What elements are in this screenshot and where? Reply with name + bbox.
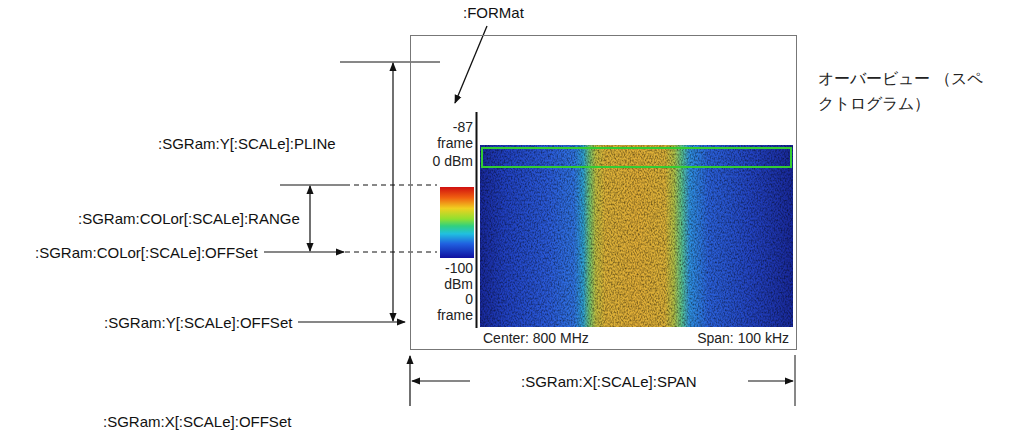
command-label: :SGRam:X[:SCALe]:SPAN: [521, 373, 697, 390]
view-name: オーバービュー （スペクトログラム）: [818, 66, 988, 116]
spectrogram-screen: -87 frame 0 dBm -100 dBm0 frameCenter: 800…: [410, 35, 797, 350]
y-axis-line: [476, 112, 478, 328]
dimension-arrow: [392, 63, 393, 321]
dashed-guide: [345, 185, 437, 186]
command-label: :SGRam:X[:SCALe]:OFFSet: [103, 413, 291, 430]
leader-arrow: [455, 26, 487, 103]
leader-arrow: [264, 251, 344, 252]
color-scale-min: -100 dBm: [429, 260, 473, 292]
extension-line: [280, 185, 345, 186]
color-scale-bar: [440, 187, 474, 258]
dimension-arrow: [309, 186, 310, 251]
selected-frame-marker: [482, 148, 791, 167]
y-axis-min: 0 frame: [429, 291, 473, 323]
spectrogram-texture: [480, 145, 793, 327]
leader-arrow: [298, 321, 405, 322]
command-label: :FORMat: [463, 4, 524, 21]
dimension-arrow: [748, 380, 793, 381]
dashed-guide: [345, 252, 437, 253]
spectrogram-image: [480, 145, 793, 327]
command-label: :SGRam:Y[:SCALe]:OFFSet: [104, 314, 292, 331]
extension-line: [340, 62, 440, 63]
y-axis-max: -87 frame: [429, 119, 473, 151]
extension-line: [795, 355, 796, 406]
command-label: :SGRam:COLor[:SCALe]:OFFSet: [35, 244, 258, 261]
leader-arrow: [409, 356, 410, 406]
span-readout: Span: 100 kHz: [697, 330, 789, 346]
command-label: :SGRam:COLor[:SCALe]:RANGe: [78, 210, 300, 227]
center-frequency: Center: 800 MHz: [483, 330, 589, 346]
dimension-arrow: [412, 380, 470, 381]
color-scale-max: 0 dBm: [429, 153, 473, 169]
screen-ground: [410, 35, 797, 350]
command-label: :SGRam:Y[:SCALe]:PLINe: [158, 135, 336, 152]
